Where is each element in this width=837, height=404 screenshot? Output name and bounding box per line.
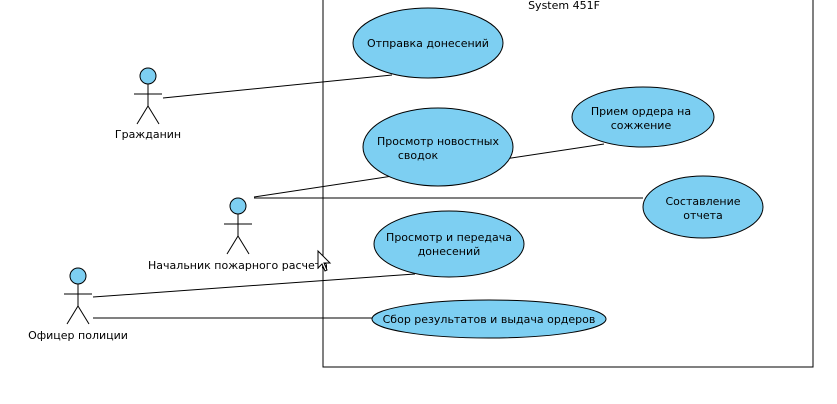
- use-case-compose-report[interactable]: Составление отчета: [642, 175, 764, 239]
- use-case-label: отчета: [683, 209, 723, 222]
- actor-head: [69, 267, 87, 285]
- use-case-label: сводок: [398, 149, 439, 162]
- actor-citizen-label: Гражданин: [115, 128, 181, 141]
- system-title: System 451F: [528, 0, 600, 12]
- use-case-label: Сбор результатов и выдача ордеров: [383, 313, 596, 326]
- use-case-collect-results[interactable]: Сбор результатов и выдача ордеров: [371, 299, 607, 339]
- association-citizen-send-reports: [162, 74, 393, 99]
- actor-police-officer[interactable]: Офицер полиции: [28, 267, 128, 342]
- use-case-send-reports[interactable]: Отправка донесений: [352, 7, 504, 79]
- use-case-label: Просмотр и передача: [386, 231, 512, 244]
- association-officer-view-transfer: [92, 273, 416, 298]
- use-case-label: Составление: [666, 195, 741, 208]
- actor-head: [229, 197, 247, 215]
- actor-police-officer-label: Офицер полиции: [28, 329, 128, 342]
- mouse-pointer-icon: [317, 249, 332, 272]
- associations: [92, 74, 643, 319]
- use-case-label: сожжение: [611, 119, 672, 132]
- use-case-receive-burn-order[interactable]: Прием ордера на сожжение: [571, 86, 715, 148]
- use-case-view-news[interactable]: Просмотр новостных сводок: [362, 107, 514, 187]
- actor-head: [139, 67, 157, 85]
- use-case-view-transfer-reports[interactable]: Просмотр и передача донесений: [373, 210, 525, 278]
- use-case-label: Прием ордера на: [591, 105, 691, 118]
- actor-fire-chief-label: Начальник пожарного расчета: [148, 259, 328, 272]
- system-boundary[interactable]: System 451F: [322, 0, 814, 368]
- use-case-label: донесений: [418, 245, 481, 258]
- use-case-label: Просмотр новостных: [377, 135, 499, 148]
- actor-fire-chief[interactable]: Начальник пожарного расчета: [148, 197, 328, 272]
- use-case-label: Отправка донесений: [367, 37, 489, 50]
- actor-citizen[interactable]: Гражданин: [115, 67, 181, 141]
